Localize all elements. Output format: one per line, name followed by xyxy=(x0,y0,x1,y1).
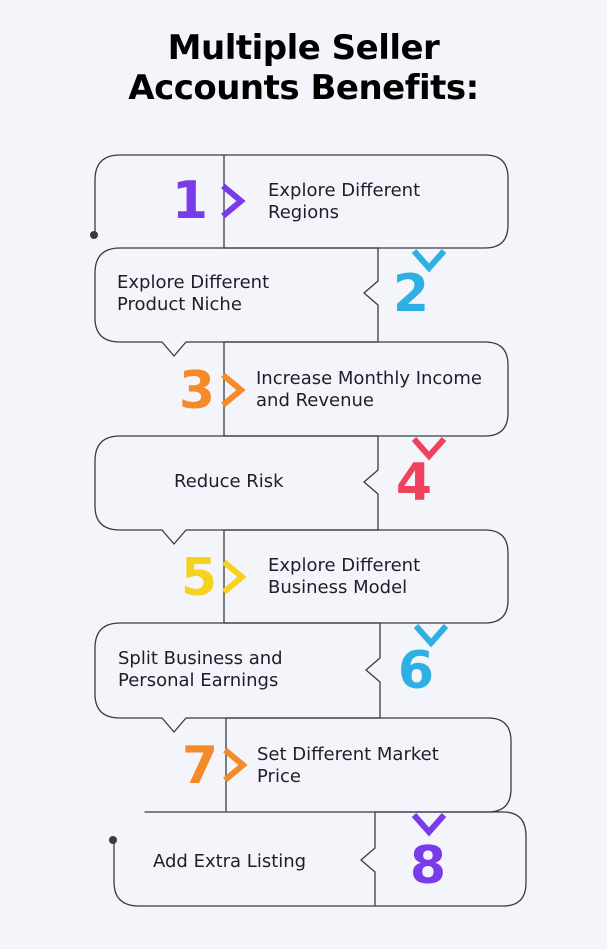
step-label-1: Explore Different Regions xyxy=(268,180,421,223)
step-label-7: Set Different Market Price xyxy=(257,744,439,787)
step-box-2 xyxy=(94,247,379,357)
step-box-4 xyxy=(94,435,379,545)
step-number-2: 2 xyxy=(392,264,430,324)
title-line-2: Accounts Benefits: xyxy=(128,68,479,108)
chevron-down-icon xyxy=(411,813,447,837)
step-number-7: 7 xyxy=(181,736,219,796)
step-label-8: Add Extra Listing xyxy=(153,851,307,872)
chevron-right-icon xyxy=(223,747,248,783)
chevron-down-icon xyxy=(411,249,447,273)
step-number-8: 8 xyxy=(409,836,447,896)
step-label-5: Explore Different Business Model xyxy=(268,555,421,598)
step-number-3: 3 xyxy=(178,361,216,421)
step-label-6: Split Business and Personal Earnings xyxy=(118,648,283,691)
chevron-right-icon xyxy=(221,372,246,408)
step-label-4: Reduce Risk xyxy=(174,471,284,492)
step-label-2: Explore Different Product Niche xyxy=(117,272,270,315)
title-line-1: Multiple Seller xyxy=(167,28,440,68)
step-label-3: Increase Monthly Income and Revenue xyxy=(256,368,482,411)
end-dot xyxy=(109,836,117,844)
step-number-6: 6 xyxy=(397,641,435,701)
chevron-right-icon xyxy=(221,183,246,219)
chevron-down-icon xyxy=(411,437,447,461)
step-number-5: 5 xyxy=(180,548,218,608)
step-number-1: 1 xyxy=(171,171,209,231)
step-box-5 xyxy=(223,529,509,624)
step-box-6 xyxy=(94,622,381,733)
start-dot xyxy=(90,231,98,239)
page-title: Multiple Seller Accounts Benefits: xyxy=(0,28,607,108)
step-number-4: 4 xyxy=(395,453,433,513)
step-box-8 xyxy=(113,811,527,907)
step-box-3 xyxy=(223,341,509,437)
chevron-down-icon xyxy=(413,624,449,648)
chevron-right-icon xyxy=(222,559,247,595)
step-box-1 xyxy=(94,154,509,249)
